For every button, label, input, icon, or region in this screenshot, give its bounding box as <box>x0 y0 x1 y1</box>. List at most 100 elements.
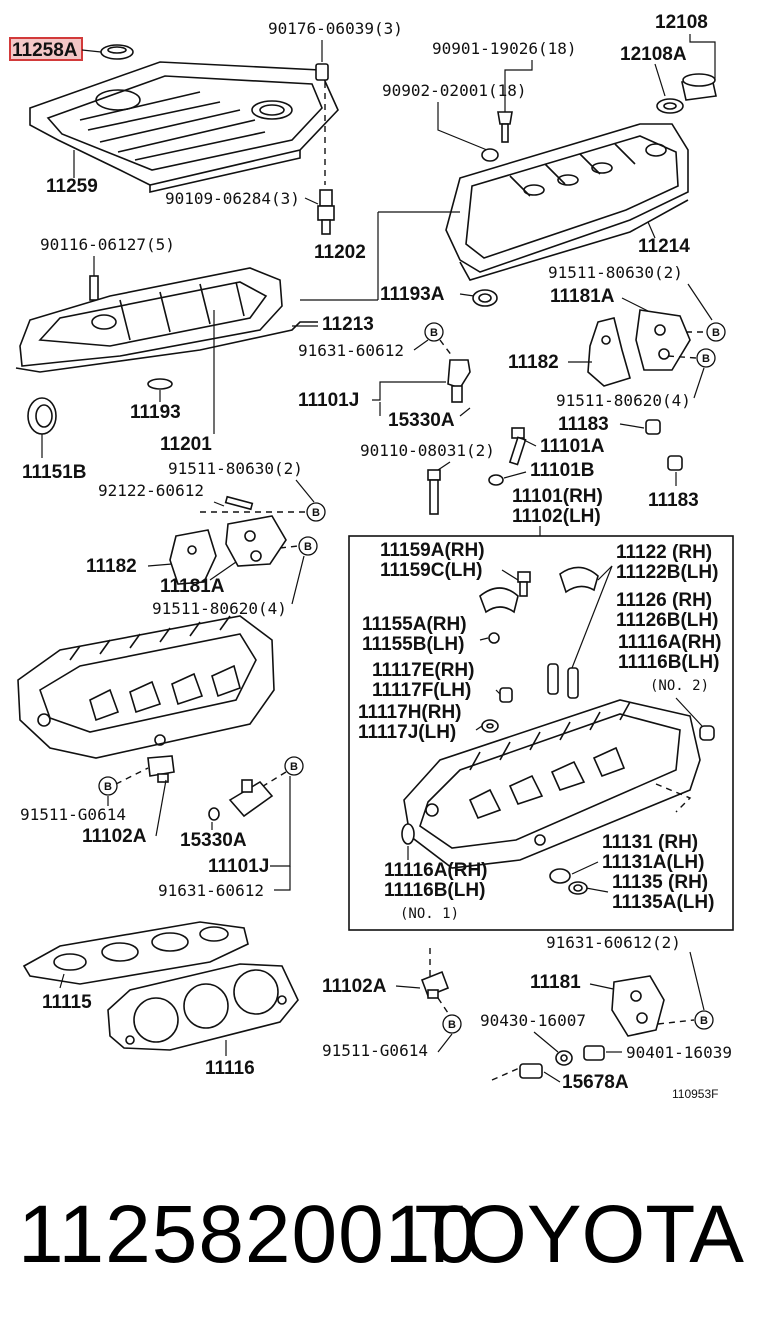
cylinder-head-left <box>17 615 275 759</box>
footer-brand: TOYOTA <box>414 1189 744 1280</box>
bearing-cap-right <box>559 566 599 594</box>
label-11155B: 11155B(LH) <box>362 634 464 655</box>
label-90901: 90901-19026(18) <box>432 39 577 58</box>
seal-11151B <box>27 397 57 435</box>
bolt-90110 <box>427 469 441 515</box>
label-91511-80630-top: 91511-80630(2) <box>548 263 683 282</box>
label-91631-low: 91631-60612 <box>158 881 264 900</box>
label-11201: 11201 <box>160 434 212 455</box>
label-91511-G0614-mid: 91511-G0614 <box>322 1041 428 1060</box>
bolt-11159 <box>517 571 531 597</box>
cylinder-head-right <box>403 699 701 869</box>
label-11159C: 11159C(LH) <box>380 560 482 581</box>
label-11101RH: 11101(RH) <box>512 486 603 507</box>
bearing-cap-left <box>479 587 519 614</box>
bracket-11182-top <box>587 317 631 387</box>
label-90902: 90902-02001(18) <box>382 81 527 100</box>
label-91511-80620-mid: 91511-80620(4) <box>152 599 287 618</box>
label-11116A-no1: 11116A(RH) <box>384 860 488 881</box>
gasket-11135 <box>568 881 588 895</box>
label-11116B-no2: 11116B(LH) <box>618 652 719 673</box>
label-11214: 11214 <box>638 236 690 257</box>
label-11131A: 11131A(LH) <box>602 852 704 873</box>
seal-11116A-no1 <box>401 823 415 845</box>
pin-11183a <box>645 419 661 435</box>
figure-code: 110953F <box>672 1087 718 1101</box>
plug-90401 <box>583 1045 605 1061</box>
label-no2: (NO. 2) <box>650 678 709 694</box>
gasket-11117H <box>481 719 499 733</box>
stud-92122 <box>224 495 254 511</box>
engine-cover-11259 <box>29 61 339 194</box>
label-90109: 90109-06284(3) <box>165 189 300 208</box>
oil-cap-12108 <box>681 73 717 101</box>
label-11131: 11131 (RH) <box>602 832 698 853</box>
label-11126B: 11126B(LH) <box>616 610 718 631</box>
bracket-11181A-top <box>635 309 691 371</box>
label-90430: 90430-16007 <box>480 1011 586 1030</box>
label-91631-top: 91631-60612 <box>298 341 404 360</box>
label-91631-60612-2: 91631-60612(2) <box>546 933 681 952</box>
plug-11117E <box>499 687 513 703</box>
bracket-11182-mid <box>169 529 217 585</box>
label-11182-top: 11182 <box>508 352 559 373</box>
spacer-90176 <box>315 63 329 81</box>
bubble-b: B <box>304 541 312 553</box>
cap-11258A <box>100 44 134 60</box>
label-11135: 11135 (RH) <box>612 872 708 893</box>
sensor-11102A-mid <box>420 970 450 999</box>
label-11101B: 11101B <box>530 460 594 481</box>
label-91511-80630-mid: 91511-80630(2) <box>168 459 303 478</box>
bubble-b: B <box>702 353 710 365</box>
valve-cover-11214 <box>445 123 689 281</box>
label-11183a: 11183 <box>558 414 609 435</box>
seal-11193A <box>472 289 498 307</box>
label-90401: 90401-16039 <box>626 1043 732 1062</box>
label-11117E: 11117E(RH) <box>372 660 474 681</box>
label-90110: 90110-08031(2) <box>360 441 495 460</box>
bubble-b: B <box>430 327 438 339</box>
label-15330A-top: 15330A <box>388 410 455 431</box>
label-12108A: 12108A <box>620 44 687 65</box>
gasket-11115 <box>22 921 249 985</box>
grommet-90902 <box>481 148 499 162</box>
label-11115: 11115 <box>42 992 92 1013</box>
gasket-90430 <box>555 1050 573 1066</box>
bracket-11181-bot <box>611 975 665 1037</box>
label-11193: 11193 <box>130 402 181 423</box>
label-11117H: 11117H(RH) <box>358 702 462 723</box>
pin-11183b <box>667 455 683 471</box>
bolt-90116 <box>89 275 99 301</box>
label-11101J-low: 11101J <box>208 856 269 877</box>
label-11155A: 11155A(RH) <box>362 614 467 635</box>
footer-part-number: 1125820010 <box>18 1189 478 1280</box>
sensor-11101J-top <box>447 359 471 403</box>
label-11181A-top: 11181A <box>550 286 615 307</box>
label-11182-mid: 11182 <box>86 556 137 577</box>
label-12108: 12108 <box>655 12 708 33</box>
label-11159A: 11159A(RH) <box>380 540 485 561</box>
sensor-11102A-left <box>147 755 175 783</box>
label-11181-bot: 11181 <box>530 972 581 993</box>
bubble-b: B <box>290 761 298 773</box>
pin-11155 <box>488 632 500 644</box>
label-90116: 90116-06127(5) <box>40 235 175 254</box>
plug-11131 <box>549 868 571 884</box>
label-11117F: 11117F(LH) <box>372 680 471 701</box>
label-15330A-low: 15330A <box>180 830 247 851</box>
label-11151B: 11151B <box>22 462 86 483</box>
label-11117J: 11117J(LH) <box>358 722 456 743</box>
label-91511-G0614-left: 91511-G0614 <box>20 805 126 824</box>
bubble-b: B <box>448 1019 456 1031</box>
bracket-11181A-mid <box>225 515 287 567</box>
gasket-12108A <box>656 98 684 114</box>
bubble-b: B <box>700 1015 708 1027</box>
head-assembly-box <box>348 535 734 931</box>
label-11259: 11259 <box>46 176 98 197</box>
footer: 1125820010 TOYOTA <box>0 1180 760 1290</box>
spark-plug-90109 <box>317 189 335 235</box>
label-11202: 11202 <box>314 242 366 263</box>
valve-cover-11201 <box>15 267 318 373</box>
label-11101J-top: 11101J <box>298 390 359 411</box>
label-11122: 11122 (RH) <box>616 542 712 563</box>
